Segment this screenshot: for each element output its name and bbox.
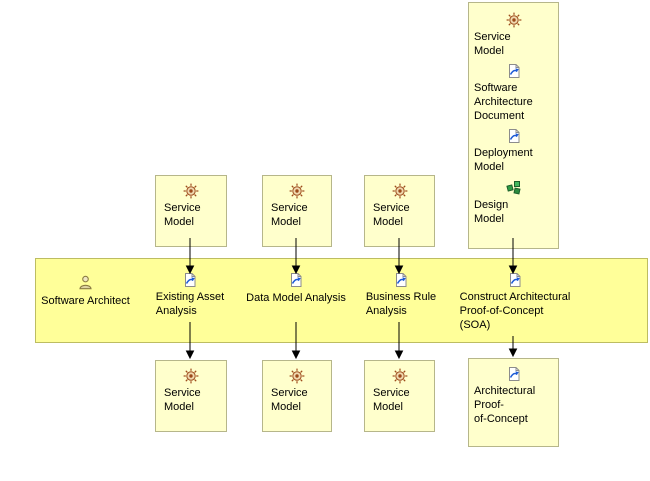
output-box-service-model-2[interactable]: Service Model <box>262 360 332 432</box>
role-lane <box>35 258 648 343</box>
output-box-service-model-1[interactable]: Service Model <box>155 360 227 432</box>
task-label[interactable]: Data Model Analysis <box>246 292 346 304</box>
task-existing-asset-analysis[interactable]: Existing Asset Analysis <box>150 272 230 319</box>
task-label[interactable]: Business Rule Analysis <box>365 291 437 318</box>
work-product-label[interactable]: Service Model <box>164 387 201 414</box>
service-model-icon <box>183 368 199 384</box>
task-icon <box>393 272 409 288</box>
task-data-model-analysis[interactable]: Data Model Analysis <box>246 272 346 306</box>
design-model-icon <box>506 180 522 196</box>
work-product-group-box[interactable]: Service Model Software Architecture Docu… <box>468 2 559 249</box>
artifact-icon <box>506 63 522 79</box>
role-software-architect[interactable]: Software Architect <box>38 274 133 309</box>
role-icon <box>77 274 94 291</box>
work-product-item: Software Architecture Document <box>469 63 558 123</box>
output-box-architectural-poc[interactable]: Architectural Proof- of-Concept <box>468 358 559 447</box>
work-product-label[interactable]: Software Architecture Document <box>474 82 533 123</box>
service-model-icon <box>392 183 408 199</box>
service-model-icon <box>392 368 408 384</box>
work-product-label[interactable]: Service Model <box>373 387 410 414</box>
task-icon <box>288 272 304 288</box>
work-product-label[interactable]: Architectural Proof- of-Concept <box>474 385 536 426</box>
artifact-icon <box>506 128 522 144</box>
task-icon <box>182 272 198 288</box>
service-model-icon <box>183 183 199 199</box>
task-business-rule-analysis[interactable]: Business Rule Analysis <box>362 272 440 319</box>
input-box-service-model-2[interactable]: Service Model <box>262 175 332 247</box>
service-model-icon <box>506 12 522 28</box>
artifact-icon <box>506 366 522 382</box>
work-product-label[interactable]: Deployment Model <box>474 147 533 174</box>
output-box-service-model-3[interactable]: Service Model <box>364 360 435 432</box>
work-product-label[interactable]: Service Model <box>373 202 410 229</box>
task-construct-architectural-poc[interactable]: Construct Architectural Proof-of-Concept… <box>455 272 575 333</box>
work-product-item: Deployment Model <box>469 128 558 174</box>
work-product-label[interactable]: Service Model <box>271 202 308 229</box>
work-product-label[interactable]: Design Model <box>474 198 509 225</box>
work-product-label[interactable]: Service Model <box>164 202 201 229</box>
service-model-icon <box>289 183 305 199</box>
task-label[interactable]: Construct Architectural Proof-of-Concept… <box>459 291 571 332</box>
role-label[interactable]: Software Architect <box>41 295 130 307</box>
service-model-icon <box>289 368 305 384</box>
work-product-label[interactable]: Service Model <box>271 387 308 414</box>
task-icon <box>507 272 523 288</box>
work-product-label[interactable]: Service Model <box>474 31 511 58</box>
input-box-service-model-3[interactable]: Service Model <box>364 175 435 247</box>
work-product-item: Design Model <box>469 180 558 226</box>
work-product-item: Service Model <box>469 12 558 58</box>
task-label[interactable]: Existing Asset Analysis <box>155 291 225 318</box>
input-box-service-model-1[interactable]: Service Model <box>155 175 227 247</box>
